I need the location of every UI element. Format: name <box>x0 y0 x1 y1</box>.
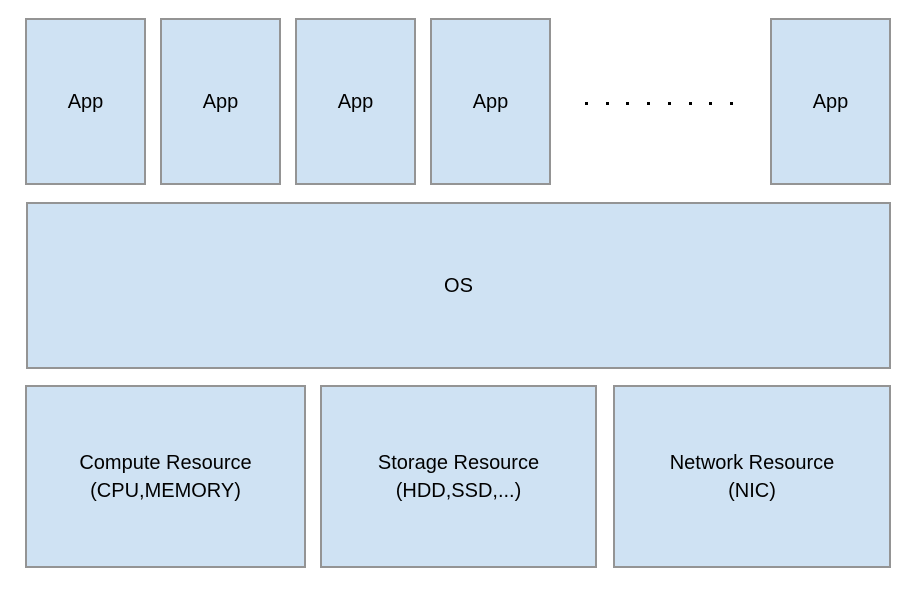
resource-label-line1: Compute Resource <box>79 451 252 474</box>
app-box: App <box>25 18 146 185</box>
ellipsis-dot <box>605 101 609 105</box>
app-label: App <box>202 90 239 113</box>
app-label: App <box>472 90 509 113</box>
app-label: App <box>337 90 374 113</box>
os-box: OS <box>26 202 891 369</box>
app-label: App <box>67 90 104 113</box>
ellipsis-dot <box>647 101 651 105</box>
ellipsis-dot <box>729 101 733 105</box>
ellipsis-dot <box>585 101 588 105</box>
ellipsis-dots <box>585 94 733 112</box>
ellipsis-dot <box>688 101 692 105</box>
resource-box-network: Network Resource (NIC) <box>613 385 891 568</box>
os-label: OS <box>444 274 473 297</box>
resource-label-line1: Storage Resource <box>377 451 540 474</box>
resource-label-line2: (CPU,MEMORY) <box>90 479 241 502</box>
app-box: App <box>770 18 891 185</box>
resource-label-line2: (NIC) <box>728 479 776 502</box>
resource-label-line1: Network Resource <box>669 451 835 474</box>
app-box: App <box>160 18 281 185</box>
app-label: App <box>812 90 849 113</box>
ellipsis-dot <box>626 101 630 105</box>
ellipsis-dot <box>709 101 713 105</box>
app-box: App <box>430 18 551 185</box>
resource-box-compute: Compute Resource (CPU,MEMORY) <box>25 385 306 568</box>
app-box: App <box>295 18 416 185</box>
resource-box-storage: Storage Resource (HDD,SSD,...) <box>320 385 597 568</box>
ellipsis-dot <box>667 101 671 105</box>
resource-label-line2: (HDD,SSD,...) <box>395 479 522 502</box>
